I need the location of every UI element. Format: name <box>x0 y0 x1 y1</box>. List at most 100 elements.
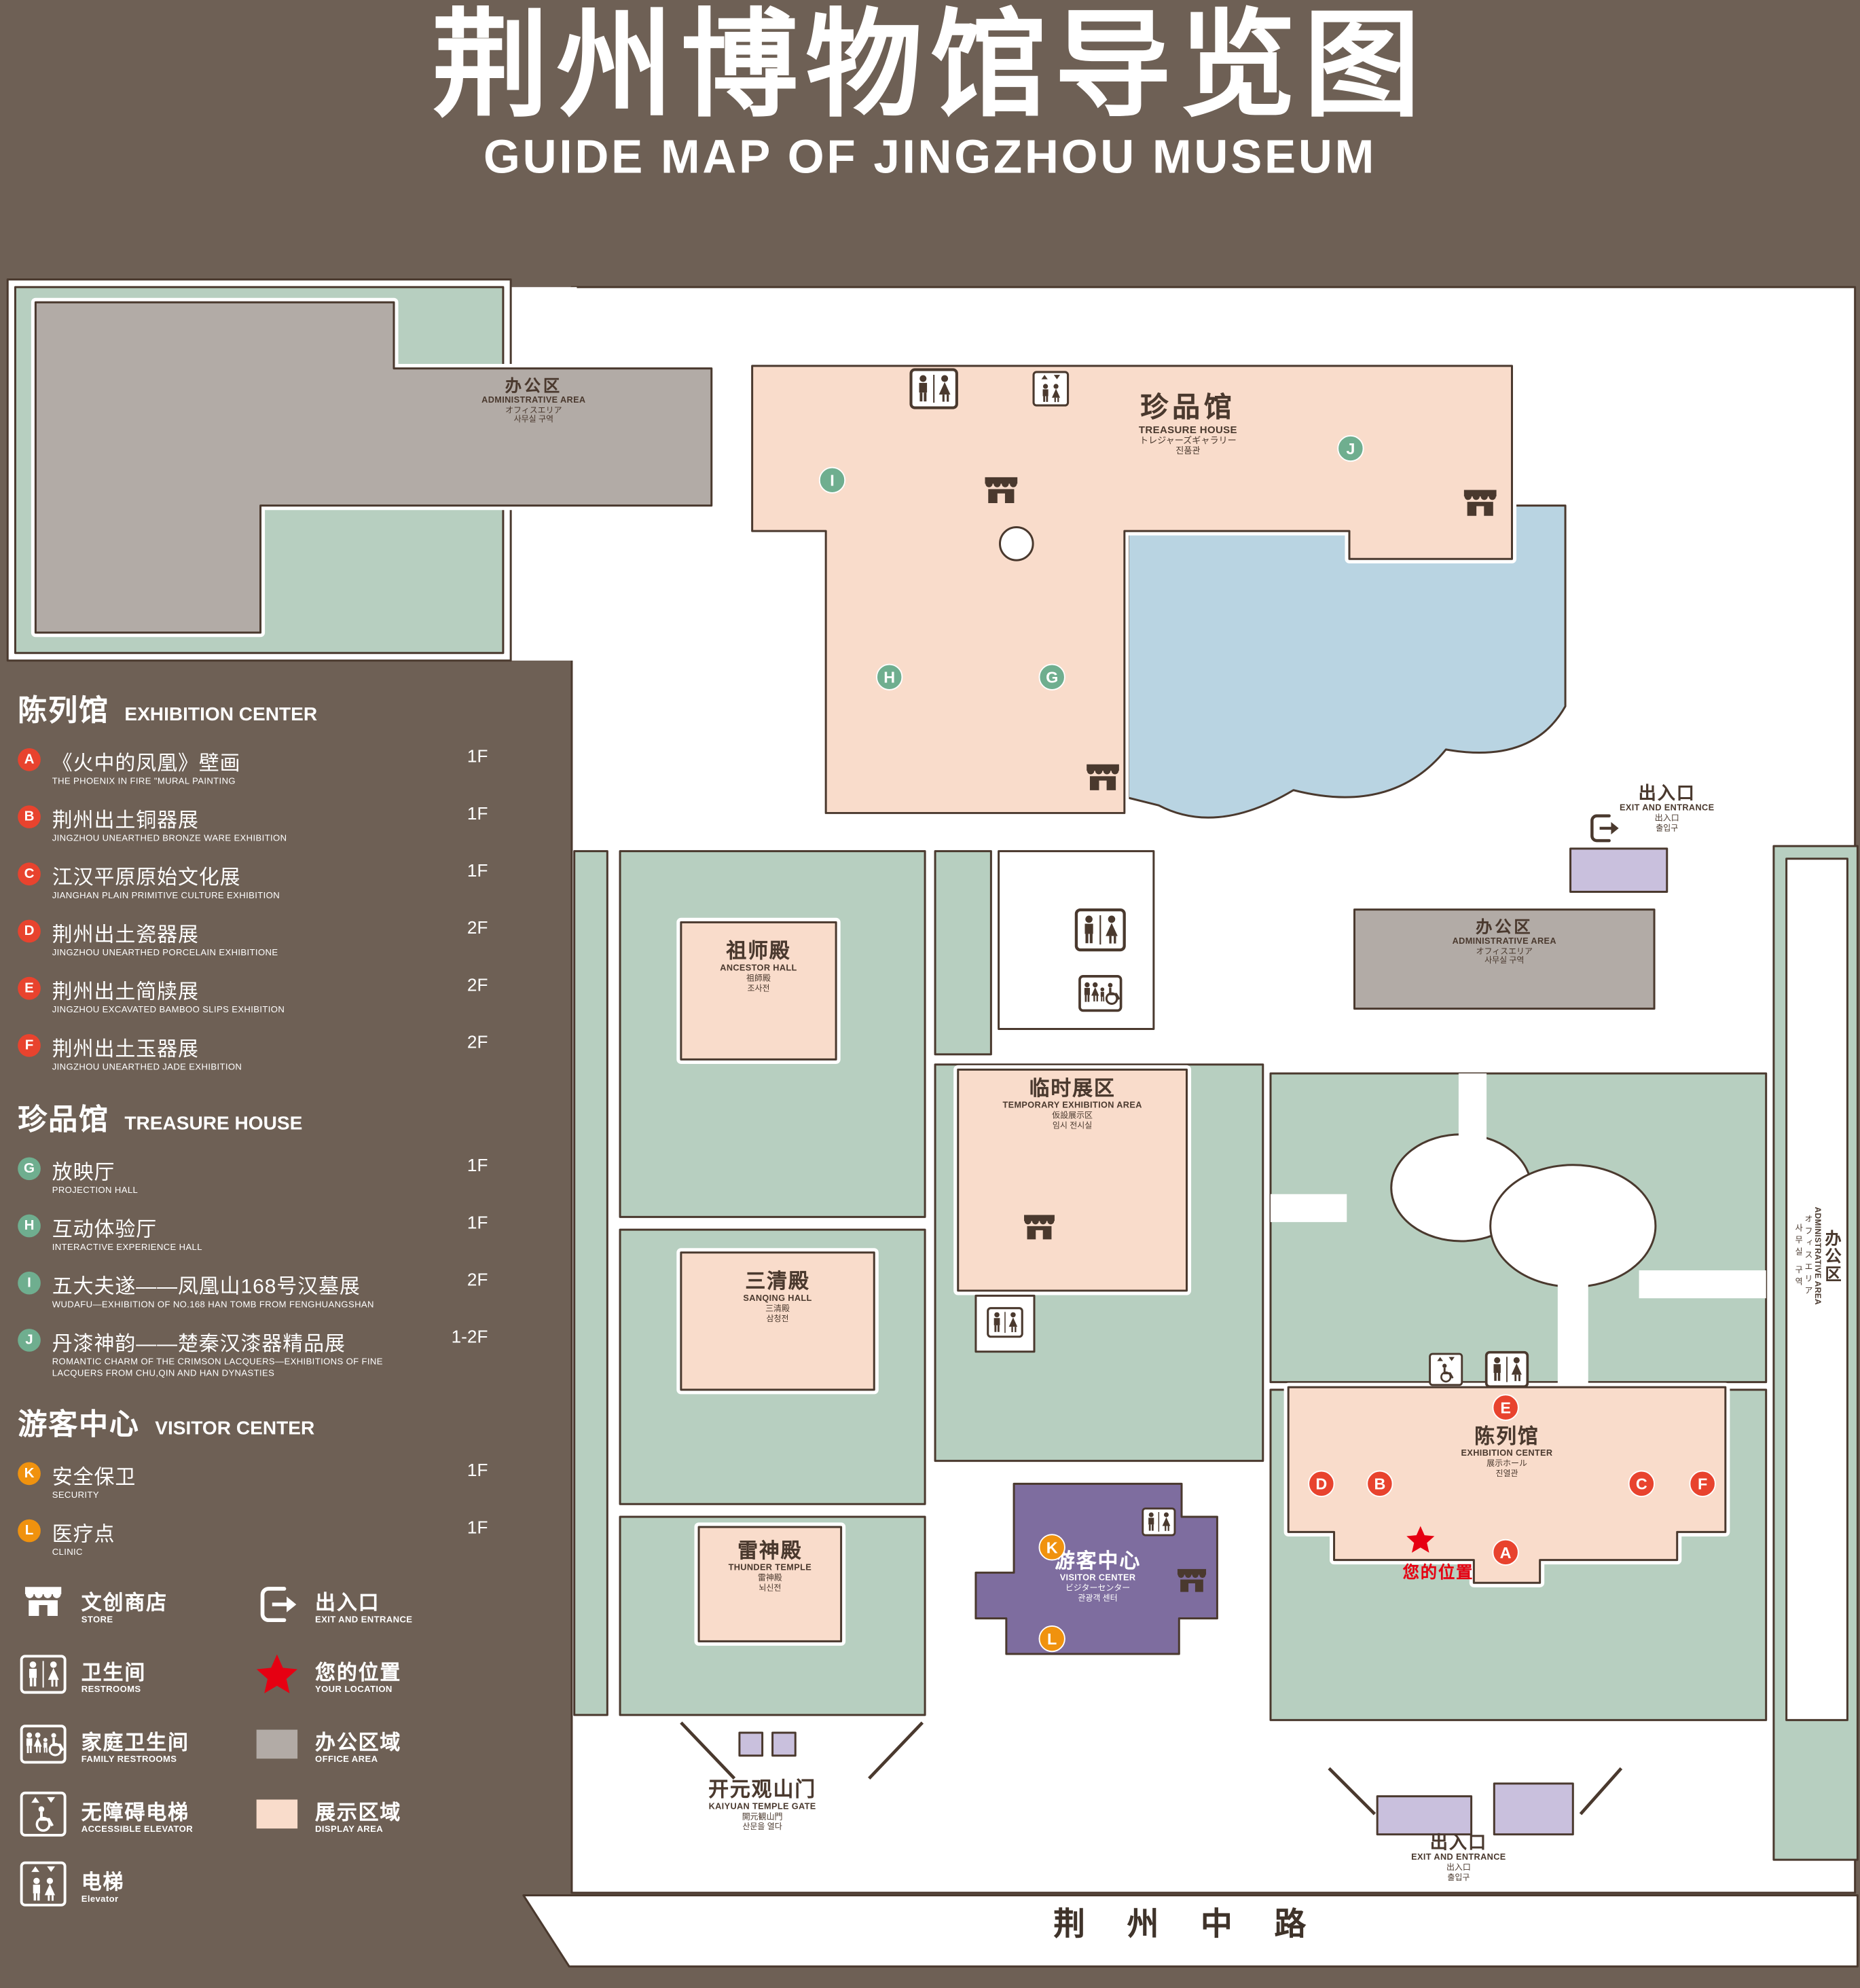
visitor-items: K 安全保卫 SECURITY 1F L 医疗点 CLINIC 1F <box>18 1460 503 1559</box>
legend-label-en: RESTROOMS <box>81 1685 141 1695</box>
family-icon <box>18 1719 69 1770</box>
item-letter-badge: K <box>18 1462 41 1486</box>
legend-row: 办公区域 OFFICE AREA <box>251 1719 485 1770</box>
item-letter-badge: F <box>18 1034 41 1058</box>
item-name-zh: 丹漆神韵——楚秦汉漆器精品展 <box>52 1333 346 1356</box>
legend-label-zh: 您的位置 <box>315 1662 402 1685</box>
legend-text: 文创商店 STORE <box>81 1585 168 1625</box>
item-letter-badge: C <box>18 862 41 886</box>
header: 荆州博物馆导览图 GUIDE MAP OF JINGZHOU MUSEUM <box>0 0 1860 184</box>
legend-label-en: ACCESSIBLE ELEVATOR <box>81 1825 194 1835</box>
treasure-items: G 放映厅 PROJECTION HALL 1F H 互动体验厅 INTERAC… <box>18 1154 503 1380</box>
legend-label-zh: 电梯 <box>81 1872 125 1894</box>
ancestor-hall-building <box>680 921 837 1061</box>
item-letter-badge: B <box>18 805 41 829</box>
legend-row: 展示区域 DISPLAY AREA <box>251 1789 485 1840</box>
legend-label-en: OFFICE AREA <box>315 1755 378 1765</box>
item-text: 丹漆神韵——楚秦汉漆器精品展 ROMANTIC CHARM OF THE CRI… <box>52 1326 390 1380</box>
symbol-legend-left: 文创商店 STORE 卫生间 RESTROOMS <box>18 1579 251 1929</box>
legend-label-zh: 文创商店 <box>81 1592 168 1615</box>
item-name-en: JINGZHOU UNEARTHED JADE EXHIBITION <box>52 1063 242 1073</box>
pond <box>1127 504 1567 819</box>
legend-label-zh: 家庭卫生间 <box>81 1732 189 1754</box>
swatch-display-icon <box>251 1789 302 1840</box>
item-name-zh: 《火中的凤凰》壁画 <box>52 753 241 775</box>
item-text: 放映厅 PROJECTION HALL <box>52 1154 390 1196</box>
swatch-office-icon <box>251 1719 302 1770</box>
symbol-legend: 文创商店 STORE 卫生间 RESTROOMS <box>18 1579 503 1929</box>
legend-item-E[interactable]: E 荆州出土简牍展 JINGZHOU EXCAVATED BAMBOO SLIP… <box>18 975 503 1017</box>
entrance-pad-bottom-left <box>1376 1795 1473 1836</box>
legend-row: 出入口 EXIT AND ENTRANCE <box>251 1579 485 1630</box>
treasure-house-building <box>751 365 1513 814</box>
item-letter-badge: A <box>18 748 41 771</box>
item-floor: 2F <box>467 917 488 938</box>
legend-item-G[interactable]: G 放映厅 PROJECTION HALL 1F <box>18 1154 503 1196</box>
legend-item-H[interactable]: H 互动体验厅 INTERACTIVE EXPERIENCE HALL 1F <box>18 1211 503 1253</box>
legend-item-D[interactable]: D 荆州出土瓷器展 JINGZHOU UNEARTHED PORCELAIN E… <box>18 917 503 959</box>
item-letter-badge: D <box>18 920 41 943</box>
section-header: 陈列馆 EXHIBITION CENTER <box>18 686 503 729</box>
item-text: 荆州出土铜器展 JINGZHOU UNEARTHED BRONZE WARE E… <box>52 803 390 845</box>
item-letter-badge: I <box>18 1271 41 1295</box>
restroom-icon <box>18 1649 69 1700</box>
item-text: 互动体验厅 INTERACTIVE EXPERIENCE HALL <box>52 1211 390 1253</box>
item-name-zh: 医疗点 <box>52 1524 115 1547</box>
item-name-zh: 江汉平原原始文化展 <box>52 868 241 890</box>
item-letter-badge: J <box>18 1328 41 1352</box>
item-floor: 1F <box>467 860 488 881</box>
garden-paths <box>1271 1073 1766 1385</box>
administrative-area-top-building <box>34 301 713 634</box>
item-floor: 1-2F <box>451 1326 488 1346</box>
legend-label-en: EXIT AND ENTRANCE <box>315 1615 413 1625</box>
legend-label-zh: 办公区域 <box>315 1732 402 1754</box>
item-floor: 1F <box>467 1154 488 1175</box>
section-title-en: VISITOR CENTER <box>155 1418 315 1439</box>
administrative-area-mid-building <box>1353 908 1656 1010</box>
item-floor: 1F <box>467 803 488 824</box>
item-name-en: PROJECTION HALL <box>52 1185 139 1195</box>
item-name-en: WUDAFU—EXHIBITION OF NO.168 HAN TOMB FRO… <box>52 1300 374 1310</box>
legend-item-K[interactable]: K 安全保卫 SECURITY 1F <box>18 1460 503 1502</box>
legend-text: 出入口 EXIT AND ENTRANCE <box>315 1585 413 1625</box>
item-floor: 2F <box>467 1032 488 1053</box>
administrative-area-right-building <box>1785 858 1848 1721</box>
section-title-zh: 珍品馆 <box>18 1102 109 1135</box>
item-name-en: JINGZHOU EXCAVATED BAMBOO SLIPS EXHIBITI… <box>52 1006 285 1016</box>
elevator-icon <box>18 1859 69 1910</box>
item-name-en: JINGZHOU UNEARTHED BRONZE WARE EXHIBITIO… <box>52 834 287 844</box>
item-text: 《火中的凤凰》壁画 THE PHOENIX IN FIRE "MURAL PAI… <box>52 746 390 788</box>
item-name-en: JINGZHOU UNEARTHED PORCELAIN EXHIBITIONE <box>52 949 278 959</box>
legend-text: 无障碍电梯 ACCESSIBLE ELEVATOR <box>81 1794 193 1834</box>
item-text: 安全保卫 SECURITY <box>52 1460 390 1502</box>
item-name-en: JIANGHAN PLAIN PRIMITIVE CULTURE EXHIBIT… <box>52 891 280 901</box>
legend-item-J[interactable]: J 丹漆神韵——楚秦汉漆器精品展 ROMANTIC CHARM OF THE C… <box>18 1326 503 1380</box>
legend-row: 电梯 Elevator <box>18 1859 251 1910</box>
legend-item-B[interactable]: B 荆州出土铜器展 JINGZHOU UNEARTHED BRONZE WARE… <box>18 803 503 845</box>
item-letter-badge: E <box>18 977 41 1001</box>
legend-item-A[interactable]: A 《火中的凤凰》壁画 THE PHOENIX IN FIRE "MURAL P… <box>18 746 503 788</box>
legend-label-en: YOUR LOCATION <box>315 1685 393 1695</box>
item-text: 荆州出土玉器展 JINGZHOU UNEARTHED JADE EXHIBITI… <box>52 1032 390 1074</box>
legend-item-C[interactable]: C 江汉平原原始文化展 JIANGHAN PLAIN PRIMITIVE CUL… <box>18 860 503 902</box>
item-floor: 2F <box>467 1268 488 1289</box>
legend-row: 家庭卫生间 FAMILY RESTROOMS <box>18 1719 251 1770</box>
item-name-zh: 放映厅 <box>52 1162 115 1183</box>
item-name-zh: 荆州出土铜器展 <box>52 810 199 832</box>
legend-item-L[interactable]: L 医疗点 CLINIC 1F <box>18 1517 503 1559</box>
legend-label-en: STORE <box>81 1615 113 1625</box>
restroom-building <box>998 850 1155 1031</box>
sanqing-hall-building <box>680 1251 875 1391</box>
item-text: 五大夫遂——凤凰山168号汉墓展 WUDAFU—EXHIBITION OF NO… <box>52 1269 390 1311</box>
legend-text: 卫生间 RESTROOMS <box>81 1655 146 1695</box>
office-buildings <box>31 297 1848 1721</box>
legend-item-F[interactable]: F 荆州出土玉器展 JINGZHOU UNEARTHED JADE EXHIBI… <box>18 1032 503 1074</box>
legend-text: 您的位置 YOUR LOCATION <box>315 1655 402 1695</box>
item-floor: 2F <box>467 974 488 995</box>
legend-text: 办公区域 OFFICE AREA <box>315 1725 402 1765</box>
legend-text: 电梯 Elevator <box>81 1864 125 1904</box>
section-header: 游客中心 VISITOR CENTER <box>18 1400 503 1443</box>
legend-item-I[interactable]: I 五大夫遂——凤凰山168号汉墓展 WUDAFU—EXHIBITION OF … <box>18 1269 503 1311</box>
legend-row: 无障碍电梯 ACCESSIBLE ELEVATOR <box>18 1789 251 1840</box>
